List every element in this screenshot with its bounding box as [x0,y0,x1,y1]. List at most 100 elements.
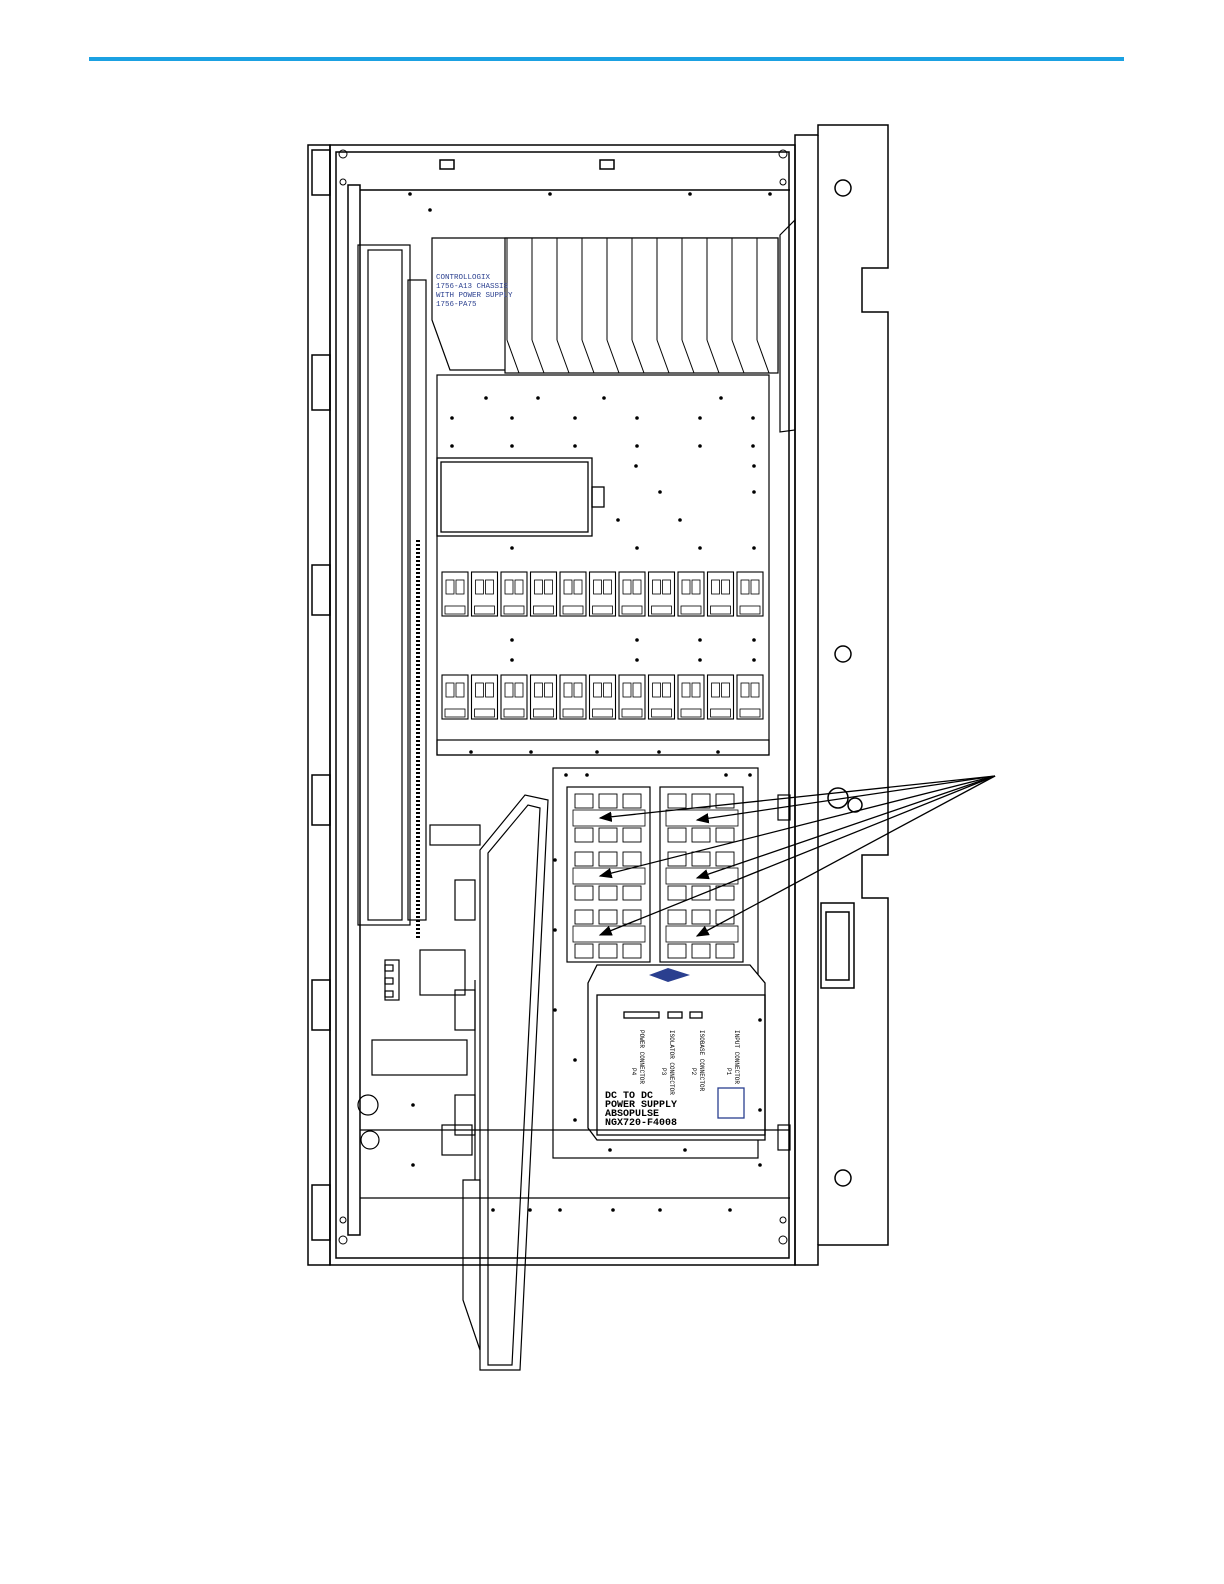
mounting-hole [411,1103,415,1107]
mounting-hole [510,416,514,420]
mounting-hole [553,1008,557,1012]
mounting-hole [751,416,755,420]
mounting-hole [585,773,589,777]
mounting-hole [558,1208,562,1212]
contactor-body [573,868,645,884]
connector-p3-id: P3 [660,1068,667,1076]
mounting-hole [573,1118,577,1122]
contactor-body [573,810,645,826]
contactor-terminal [716,828,734,842]
mounting-hole [698,546,702,550]
contactor-terminal [716,852,734,866]
mounting-hole [484,396,488,400]
callout-arrows [600,776,995,936]
contactor-terminal [668,828,686,842]
mounting-hole [748,773,752,777]
connector-p4-id: P4 [630,1068,637,1076]
contactor-terminal [716,886,734,900]
mounting-hole [408,192,412,196]
mounting-hole [657,750,661,754]
connector-p3-name: ISOLATOR CONNECTOR [668,1030,675,1095]
mounting-hole [751,444,755,448]
relay-row-upper [442,572,763,616]
controllogix-chassis [432,238,778,373]
relay-row-lower [442,675,763,719]
contactor-terminal [668,886,686,900]
connector-p2-id: P2 [690,1068,697,1076]
contactor-terminal [692,828,710,842]
mounting-hole [553,858,557,862]
contactor-terminal [599,886,617,900]
mounting-hole [752,638,756,642]
connector-p2-name: ISOBASE CONNECTOR [698,1030,705,1092]
contactor-terminal [668,910,686,924]
mounting-hole [752,464,756,468]
contactor-terminal [575,886,593,900]
terminal-strip [358,245,426,940]
contactor-terminal [575,852,593,866]
contactor-terminal [623,794,641,808]
mounting-hole [428,208,432,212]
contactor-terminal [692,794,710,808]
mounting-hole [564,773,568,777]
contactor-terminal [623,852,641,866]
mounting-hole [683,1148,687,1152]
mounting-hole [611,1208,615,1212]
mounting-hole [768,192,772,196]
callout-arrow [600,776,995,876]
mounting-hole [719,396,723,400]
mounting-hole [573,1058,577,1062]
mounting-hole [450,416,454,420]
chassis-label-line-3: WITH POWER SUPPLY [436,292,513,300]
mounting-hole [698,416,702,420]
mounting-hole [573,444,577,448]
mounting-hole [528,1208,532,1212]
contactor-terminal [599,852,617,866]
contactor-terminal [623,886,641,900]
mounting-hole [752,546,756,550]
contactor-terminal [575,910,593,924]
swing-panel [430,795,548,1370]
mounting-hole [608,1148,612,1152]
callout-arrow [600,776,995,935]
mounting-hole [595,750,599,754]
contactor-terminal [692,852,710,866]
connector-p1-name: INPUT CONNECTOR [733,1030,740,1084]
mounting-hole [724,773,728,777]
fan-vents [780,220,795,432]
contactor-terminal [599,910,617,924]
mounting-hole [469,750,473,754]
mounting-hole [728,1208,732,1212]
mounting-hole [658,1208,662,1212]
mounting-hole [635,416,639,420]
mounting-hole [758,1018,762,1022]
mounting-hole [510,638,514,642]
mounting-hole [548,192,552,196]
mounting-hole [634,464,638,468]
mounting-hole [411,1163,415,1167]
mounting-hole [450,444,454,448]
psu-label-line-4: NGX720-F4008 [605,1118,677,1129]
mounting-hole [678,518,682,522]
contactor-terminal [575,828,593,842]
mounting-hole [752,658,756,662]
contactor-body [573,926,645,942]
mounting-hole [758,1163,762,1167]
mounting-hole [573,416,577,420]
callout-arrow [600,776,995,818]
contactor-terminal [623,944,641,958]
chassis-label-line-4: 1756-PA75 [436,301,477,309]
mounting-hole [698,638,702,642]
mounting-hole [635,546,639,550]
contactor-terminal [716,944,734,958]
contactor-terminal [575,944,593,958]
mounting-hole [510,546,514,550]
contactor-terminal [692,886,710,900]
din-power-supply [437,458,604,536]
mounting-hole [716,750,720,754]
contactor-terminal [692,944,710,958]
mounting-hole [688,192,692,196]
contactor-terminal [668,852,686,866]
mounting-hole [602,396,606,400]
